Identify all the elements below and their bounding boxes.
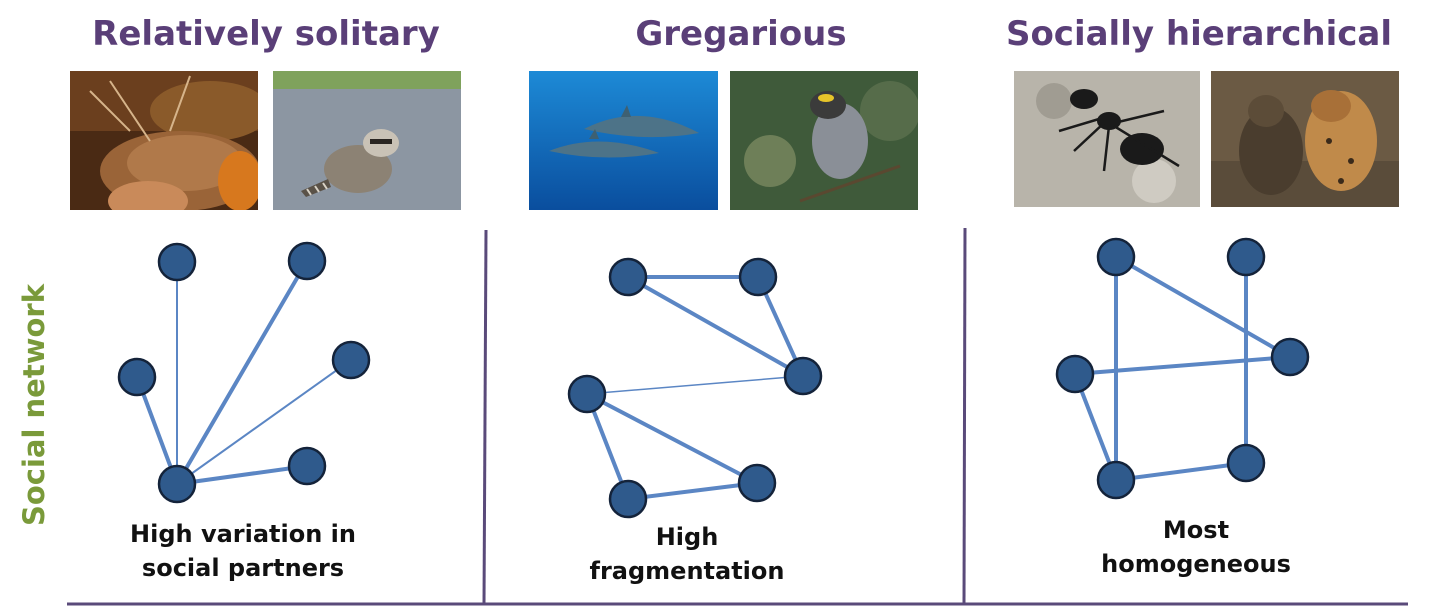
caption-hierarchical-line-2: homogeneous: [1101, 550, 1291, 578]
network-gregarious: [567, 257, 823, 519]
dividers: [67, 227, 1408, 606]
caption-gregarious-line-2: fragmentation: [589, 557, 785, 585]
edge: [1114, 255, 1292, 359]
heading-gregarious: Gregarious: [635, 14, 847, 54]
edge: [1114, 461, 1248, 482]
divider-right: [962, 227, 967, 605]
caption-gregarious: High fragmentation: [590, 520, 785, 588]
node: [331, 340, 371, 380]
node: [608, 479, 648, 519]
node: [737, 463, 777, 503]
network-hierarchical: [1055, 237, 1310, 500]
node: [567, 374, 607, 414]
heading-relatively-solitary: Relatively solitary: [92, 14, 440, 54]
sparrow-photo: [730, 71, 918, 210]
heading-socially-hierarchical: Socially hierarchical: [1005, 14, 1393, 54]
caption-solitary: High variation in social partners: [130, 517, 356, 585]
edge: [1073, 355, 1292, 376]
node: [1226, 237, 1266, 277]
node: [738, 257, 778, 297]
divider-left: [482, 229, 488, 605]
node: [1226, 443, 1266, 483]
edge: [175, 259, 309, 486]
node: [117, 357, 157, 397]
caption-gregarious-line-1: High: [655, 523, 719, 551]
edge: [586, 375, 804, 395]
node: [608, 257, 648, 297]
edge: [626, 275, 805, 378]
node: [1096, 460, 1136, 500]
ant-photo: [1014, 71, 1200, 207]
tortoise-photo: [70, 71, 258, 210]
node: [157, 242, 197, 282]
node: [157, 464, 197, 504]
dolphins-photo: [529, 71, 718, 210]
node: [287, 241, 327, 281]
hyenas-photo: [1211, 71, 1399, 207]
node: [783, 356, 823, 396]
caption-hierarchical: Most homogeneous: [1101, 513, 1291, 581]
caption-hierarchical-line-1: Most: [1162, 516, 1230, 544]
node: [1096, 237, 1136, 277]
caption-solitary-line-1: High variation in: [130, 520, 356, 548]
edge: [626, 481, 759, 501]
node: [1055, 354, 1095, 394]
node: [1270, 337, 1310, 377]
edge: [175, 464, 309, 486]
edge: [585, 392, 759, 485]
raccoon-photo: [273, 71, 461, 210]
edge: [176, 359, 352, 485]
caption-solitary-line-2: social partners: [141, 554, 345, 582]
node: [287, 446, 327, 486]
network-solitary: [117, 241, 371, 504]
